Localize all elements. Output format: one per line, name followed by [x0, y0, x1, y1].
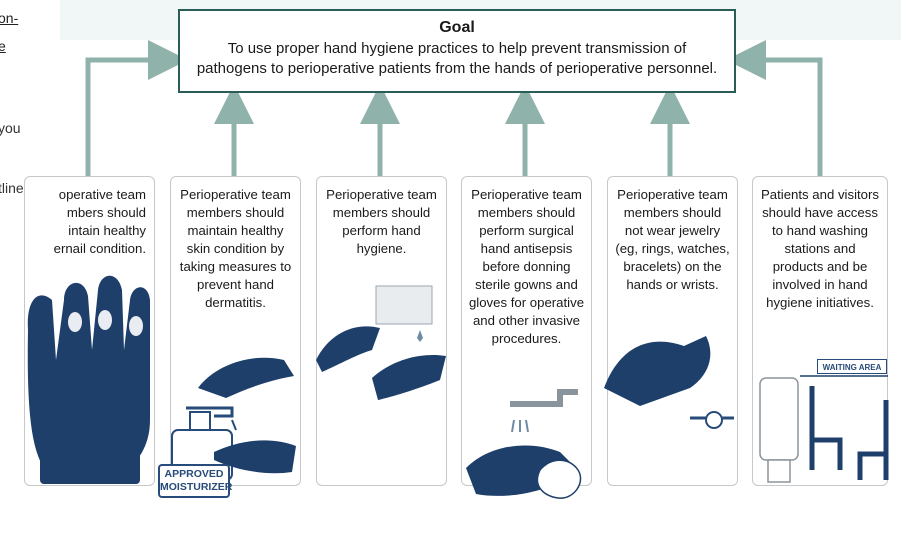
card-line: procedures.	[491, 331, 562, 346]
waiting-area-sign: WAITING AREA	[817, 359, 887, 374]
card-text: Patients and visitors should have access…	[753, 177, 887, 312]
hand-right-icon	[372, 354, 446, 400]
card-line: products and be	[772, 259, 868, 274]
label-line: APPROVED	[164, 468, 224, 480]
card-no-jewelry: Perioperative team members should not we…	[607, 176, 738, 486]
card-line: perform surgical	[479, 223, 574, 238]
card-line: before donning	[482, 259, 571, 274]
goal-text: To use proper hand hygiene practices to …	[180, 37, 734, 79]
card-line: intain healthy	[68, 223, 146, 238]
hand-washing-station-icon	[759, 377, 799, 483]
watch-icon	[690, 411, 734, 429]
hand-lower-icon	[214, 440, 296, 474]
card-line: Perioperative team	[180, 187, 291, 202]
card-line: involved in hand	[772, 277, 868, 292]
waiting-chairs-icon	[809, 386, 889, 480]
card-line: members should	[477, 205, 576, 220]
side-text-line: you	[0, 120, 21, 136]
goal-line: pathogens to perioperative patients from…	[196, 60, 718, 77]
card-line: hand antisepsis	[480, 241, 573, 256]
card-line: and other invasive	[472, 313, 581, 328]
cropped-side-text: on- e you tline	[0, 0, 40, 230]
card-line: sterile gowns and	[475, 277, 578, 292]
side-text-line: on-	[0, 10, 19, 26]
fingernail-hand-icon	[27, 275, 150, 484]
card-hand-hygiene: Perioperative team members should perfor…	[316, 176, 447, 486]
card-text: Perioperative team members should perfor…	[462, 177, 591, 348]
foam-icon	[536, 459, 582, 499]
card-line: Perioperative team	[617, 187, 728, 202]
hand-upper-icon	[198, 357, 294, 398]
card-line: dermatitis.	[205, 295, 266, 310]
card-line: Perioperative team	[326, 187, 437, 202]
card-text: Perioperative team members should mainta…	[171, 177, 300, 312]
goal-title: Goal	[439, 19, 475, 36]
side-text-line: e	[0, 38, 6, 54]
card-line: not wear jewelry	[624, 223, 721, 238]
card-line: members should	[332, 205, 431, 220]
card-line: gloves for operative	[468, 295, 585, 310]
card-line: taking measures to	[179, 259, 292, 274]
card-line: skin condition by	[186, 241, 285, 256]
card-surgical-antisepsis: Perioperative team members should perfor…	[461, 176, 592, 486]
card-line: perform hand	[342, 223, 421, 238]
card-text: operative team mbers should intain healt…	[25, 177, 154, 258]
card-skin-condition: Perioperative team members should mainta…	[170, 176, 301, 486]
arrow-card-6	[726, 40, 823, 176]
card-line: members should	[623, 205, 722, 220]
card-text: Perioperative team members should perfor…	[317, 177, 446, 258]
goal-box: Goal To use proper hand hygiene practice…	[178, 9, 736, 93]
card-line: stations and	[784, 241, 856, 256]
goal-line: To use proper hand hygiene practices to …	[227, 40, 687, 57]
card-line: Perioperative team	[471, 187, 582, 202]
card-line: Patients and visitors	[760, 187, 879, 202]
card-line: maintain healthy	[187, 223, 284, 238]
card-line: hygiene.	[356, 241, 407, 256]
hand-left-icon	[316, 326, 380, 372]
arrow-card-1	[85, 40, 188, 176]
card-text: Perioperative team members should not we…	[608, 177, 737, 294]
card-line: ernail condition.	[53, 241, 146, 256]
card-line: mbers should	[66, 205, 146, 220]
card-line: prevent hand	[197, 277, 274, 292]
card-line: operative team	[58, 187, 146, 202]
card-line: (eg, rings, watches,	[615, 241, 730, 256]
label-line: MOISTURIZER	[160, 481, 233, 493]
faucet-icon	[510, 389, 578, 433]
approved-moisturizer-label: APPROVED MOISTURIZER	[158, 464, 233, 498]
side-text-line: tline	[0, 180, 24, 196]
paper-towel-dispenser-icon	[375, 285, 433, 342]
hands-removing-ring-icon	[604, 336, 711, 406]
card-line: to hand washing	[771, 223, 869, 238]
card-line: should have access	[762, 205, 878, 220]
card-line: hands or wrists.	[626, 277, 719, 292]
card-line: members should	[186, 205, 285, 220]
card-line: hygiene initiatives.	[766, 295, 874, 310]
card-line: bracelets) on the	[623, 259, 722, 274]
